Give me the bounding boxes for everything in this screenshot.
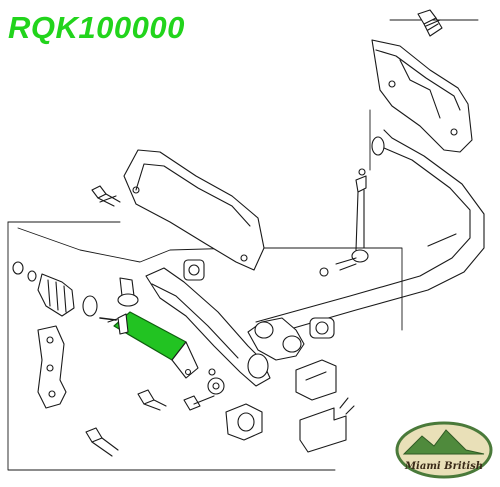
bracket-icon (295, 359, 355, 453)
bushing-icon (225, 403, 263, 441)
bolt-icon (183, 395, 215, 411)
bracket-icon (37, 325, 67, 409)
bracket-icon (371, 39, 473, 153)
brand-logo: Miami British (394, 420, 494, 480)
bushing-icon (207, 368, 225, 395)
frame-outline (7, 19, 479, 471)
bushing-icon (183, 259, 335, 339)
stabilizer-bar-icon (255, 129, 485, 337)
part-number-title: RQK100000 (8, 10, 185, 45)
tie-rod-icon (12, 261, 139, 323)
shield-icon (123, 149, 265, 271)
bolt-icon (137, 389, 167, 411)
actuator-cylinder (99, 311, 199, 379)
control-arm-icon (145, 267, 305, 387)
drop-link-icon (319, 168, 369, 277)
bolt-icon (85, 427, 119, 457)
bolt-icon (91, 185, 121, 207)
logo-text: Miami British (404, 461, 483, 472)
bolt-icon (417, 9, 443, 37)
logo-badge: Miami British (395, 421, 493, 479)
